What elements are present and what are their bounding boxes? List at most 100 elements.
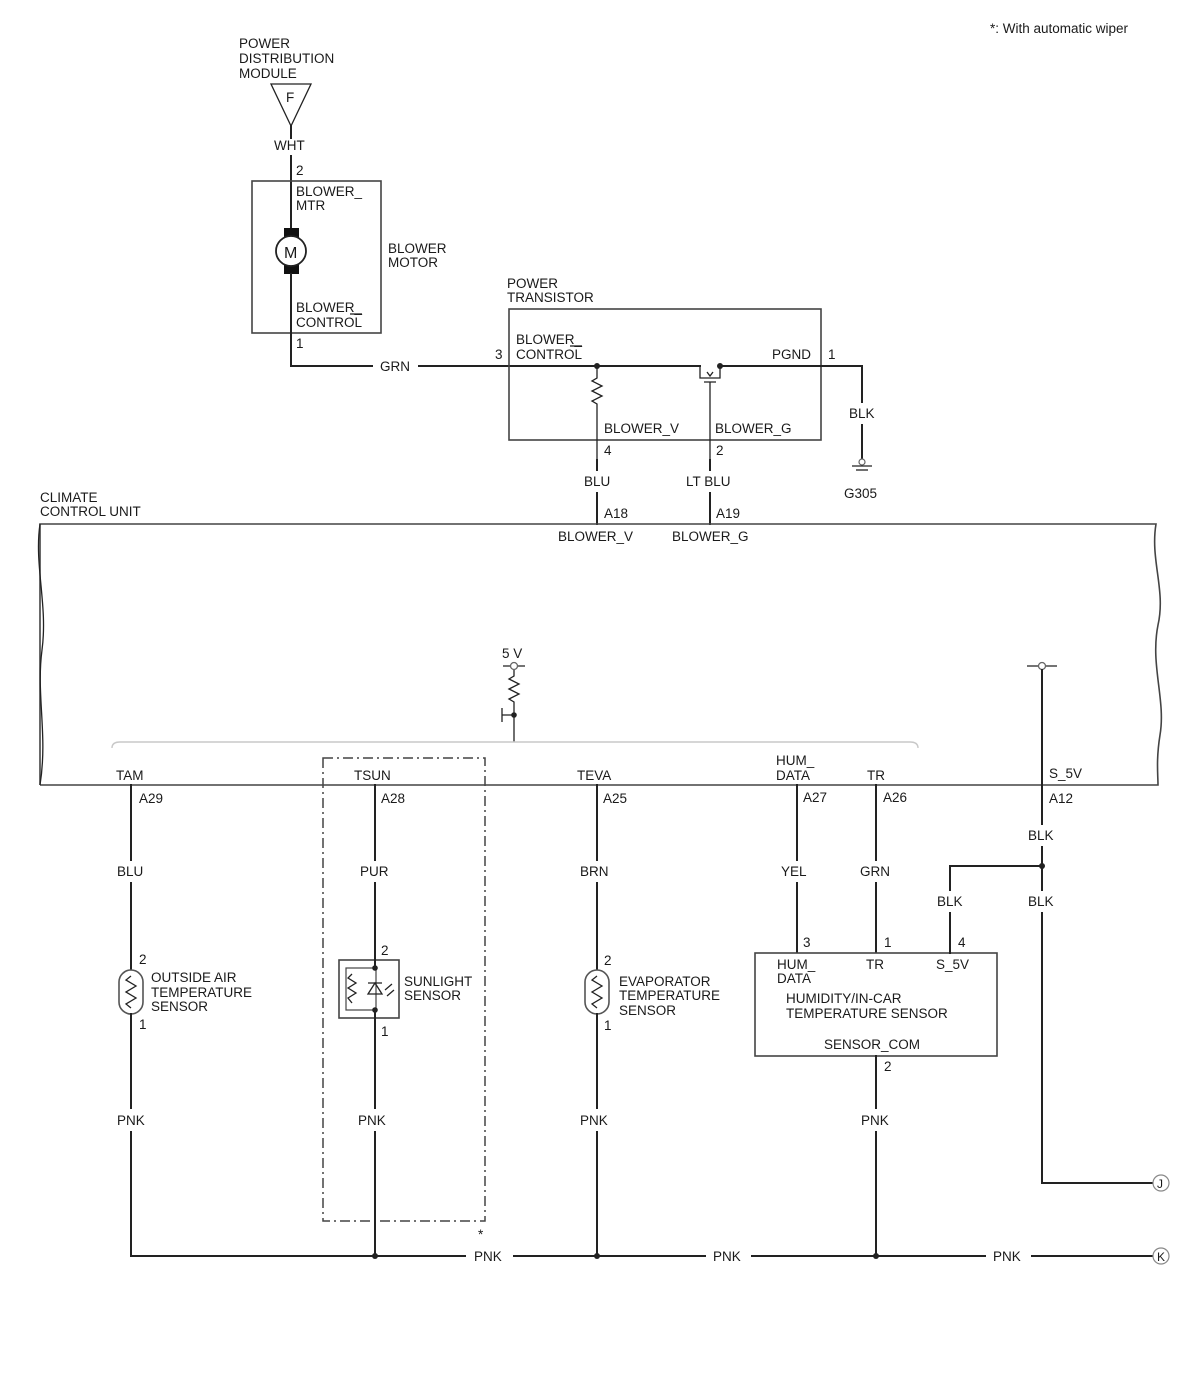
oat-label-1: OUTSIDE AIR (151, 970, 237, 985)
ccu-outline (39, 523, 1163, 786)
hum-terminal-hum-2: DATA (777, 971, 811, 986)
oat-label-3: SENSOR (151, 999, 208, 1014)
oat-pin-bottom: 1 (139, 1017, 147, 1032)
pdm-label-line-1: POWER (239, 36, 290, 51)
oat-label-2: TEMPERATURE (151, 985, 252, 1000)
fuse-triangle-icon (269, 83, 313, 128)
footnote: *: With automatic wiper (990, 21, 1129, 36)
oat-pin-top: 2 (139, 952, 147, 967)
wire-color-grn-tr: GRN (860, 864, 890, 879)
wire-color-pnk-sunlight: PNK (358, 1113, 386, 1128)
connector-k-label: K (1157, 1250, 1165, 1264)
transistor-icon (699, 366, 721, 460)
blower-motor-pin-bottom: 1 (296, 336, 304, 351)
evap-label-2: TEMPERATURE (619, 988, 720, 1003)
blower-motor-terminal-top-2: MTR (296, 198, 325, 213)
photodiode-resistor-icon (346, 973, 358, 1004)
hum-pin-4: 4 (958, 935, 966, 950)
transistor-pin-pgnd: 1 (828, 347, 836, 362)
transistor-pin-v: 4 (604, 443, 612, 458)
ccu-terminal-tr: TR (867, 768, 885, 783)
hum-terminal-tr: TR (866, 957, 884, 972)
ccu-terminal-hum-1: HUM_ (776, 753, 815, 768)
ground-name: G305 (844, 486, 877, 501)
resistor-icon (590, 366, 604, 460)
ccu-pin-a26: A26 (883, 790, 907, 805)
power-distribution-module: POWER DISTRIBUTION MODULE F WHT (239, 36, 334, 153)
pullup-resistor-icon (507, 670, 521, 742)
wire-color-blk-branch: BLK (937, 894, 963, 909)
transistor-pin-control: 3 (495, 347, 503, 362)
ccu-terminal-tam: TAM (116, 768, 144, 783)
hum-label-2: TEMPERATURE SENSOR (786, 1006, 948, 1021)
wire-color-blu: BLU (117, 864, 143, 879)
sunlight-sensor-box (338, 959, 400, 1019)
wire-color-wht: WHT (274, 138, 305, 153)
ccu-terminal-teva: TEVA (577, 768, 611, 783)
hum-terminal-com: SENSOR_COM (824, 1037, 920, 1052)
blower-motor: 2 BLOWER_ MTR M BLOWER_ CONTROL BLOWER M… (251, 163, 447, 351)
photodiode-icon (366, 981, 395, 997)
power-transistor: POWER TRANSISTOR 3 BLOWER_ CONTROL PGND … (495, 276, 863, 460)
sunlight-sensor: * PUR 2 1 SUNLIGHT SENSOR PNK (322, 757, 486, 1257)
bus-wire-label-2: PNK (713, 1249, 741, 1264)
sunlight-label-1: SUNLIGHT (404, 974, 472, 989)
bus-wire-label-3: PNK (993, 1249, 1021, 1264)
transistor-terminal-g: BLOWER_G (715, 421, 792, 436)
evap-pin-bottom: 1 (604, 1018, 612, 1033)
ccu-terminal-tsun: TSUN (354, 768, 391, 783)
climate-control-unit: CLIMATE CONTROL UNIT A18 A19 BLOWER_V BL… (37, 490, 1163, 806)
pdm-label-line-2: DISTRIBUTION (239, 51, 334, 66)
sunlight-label-2: SENSOR (404, 988, 461, 1003)
bus-wire-label-1: PNK (474, 1249, 502, 1264)
blower-motor-label-1: BLOWER (388, 241, 447, 256)
transistor-terminal-control-1: BLOWER_ (516, 332, 583, 347)
ground-terminal-icon (858, 458, 866, 466)
hum-pin-2: 2 (884, 1059, 892, 1074)
evap-pin-top: 2 (604, 953, 612, 968)
s5v-branch: BLK BLK BLK (937, 784, 1153, 1184)
ccu-supply-label: 5 V (502, 646, 522, 661)
evap-label-3: SENSOR (619, 1003, 676, 1018)
transistor-box (508, 308, 822, 441)
pnk-bus: PNK PNK PNK (130, 1249, 1153, 1264)
ccu-pin-a29: A29 (139, 791, 163, 806)
evaporator-sensor: BRN 2 1 EVAPORATOR TEMPERATURE SENSOR PN… (580, 784, 720, 1257)
wire-color-brn: BRN (580, 864, 609, 879)
blower-motor-terminal-top-1: BLOWER_ (296, 184, 363, 199)
ccu-pin-a25: A25 (603, 791, 627, 806)
wire-color-blk-s5v: BLK (1028, 828, 1054, 843)
ccu-label-1: CLIMATE (40, 490, 98, 505)
transistor-terminal-pgnd: PGND (772, 347, 811, 362)
motor-icon (275, 235, 307, 267)
optional-asterisk: * (478, 1227, 484, 1242)
wire-color-pnk-hum: PNK (861, 1113, 889, 1128)
transistor-terminal-v: BLOWER_V (604, 421, 679, 436)
internal-bus (111, 741, 919, 749)
ccu-pin-a28: A28 (381, 791, 405, 806)
optional-boundary (322, 757, 486, 1222)
junction-dot (594, 1253, 600, 1259)
evap-label-1: EVAPORATOR (619, 974, 711, 989)
blower-motor-box (251, 180, 382, 334)
connector-j-icon (1152, 1174, 1170, 1192)
connector-k-icon (1152, 1247, 1170, 1265)
transistor-terminal-control-2: CONTROL (516, 347, 582, 362)
wire-color-blk-j: BLK (1028, 894, 1054, 909)
ccu-pin-a12: A12 (1049, 791, 1073, 806)
wire-color-blk-ground: BLK (849, 406, 875, 421)
connector-j-label: J (1157, 1177, 1163, 1191)
ccu-label-2: CONTROL UNIT (40, 504, 141, 519)
hum-pin-1: 1 (884, 935, 892, 950)
transistor-pin-g: 2 (716, 443, 724, 458)
wire-color-pnk-evap: PNK (580, 1113, 608, 1128)
hum-label-1: HUMIDITY/IN-CAR (786, 991, 902, 1006)
junction-dot (873, 1253, 879, 1259)
wire-color-grn: GRN (380, 359, 410, 374)
hum-terminal-s5v: S_5V (936, 957, 969, 972)
wire-color-blu-top: BLU (584, 474, 610, 489)
ccu-pin-a19: A19 (716, 506, 740, 521)
ccu-terminal-blower-g: BLOWER_G (672, 529, 749, 544)
blower-motor-pin-top: 2 (296, 163, 304, 178)
